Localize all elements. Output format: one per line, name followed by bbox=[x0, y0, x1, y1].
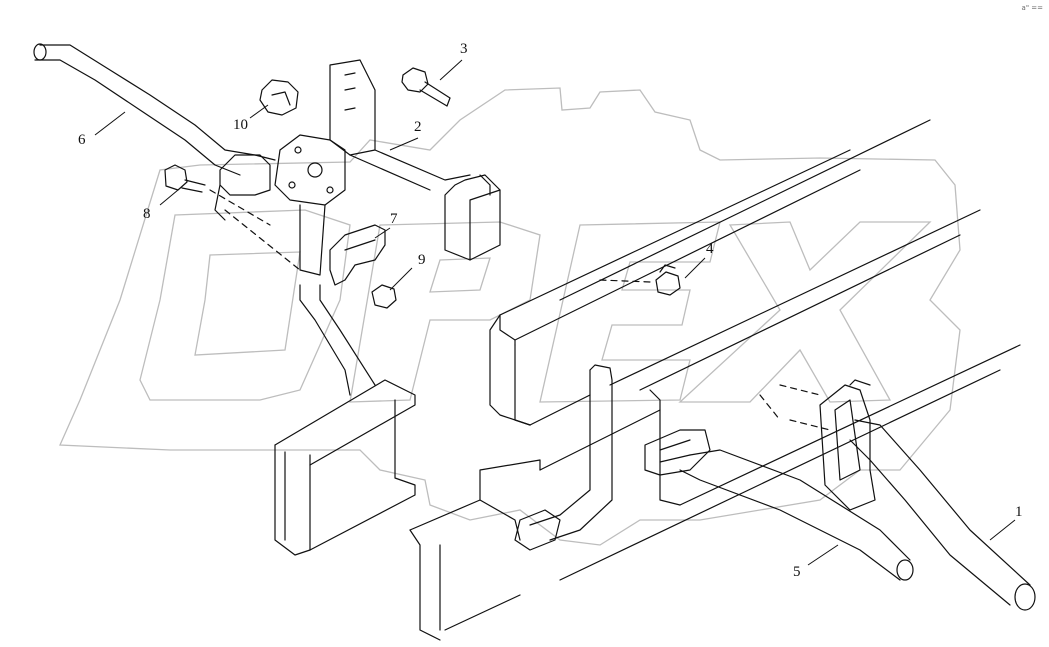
clamp-assembly-upper bbox=[214, 154, 271, 221]
line-art bbox=[33, 43, 1036, 641]
leader-7 bbox=[374, 227, 391, 239]
clamp-7 bbox=[329, 224, 386, 286]
exhaust-pipe-6 bbox=[33, 43, 376, 396]
callout-10: 10 bbox=[233, 117, 248, 133]
vertical-pipe-mid bbox=[514, 364, 613, 551]
frame-side-member-rear bbox=[489, 119, 981, 426]
watermark-gear bbox=[59, 87, 961, 546]
corner-mark: a" == bbox=[1021, 4, 1043, 12]
callout-3: 3 bbox=[460, 41, 468, 57]
nut-4 bbox=[655, 264, 681, 296]
cross-member-left bbox=[274, 379, 416, 556]
callout-8: 8 bbox=[143, 206, 151, 222]
bolt-3 bbox=[401, 67, 451, 107]
watermark-letter-e bbox=[539, 221, 721, 403]
nut-9 bbox=[371, 284, 397, 309]
leader-3 bbox=[439, 59, 463, 81]
callout-2: 2 bbox=[414, 119, 422, 135]
watermark-letter-x bbox=[678, 221, 932, 403]
pipe-1 bbox=[849, 419, 1036, 611]
pipe-clamp-rear bbox=[644, 429, 711, 476]
tail-pipe-5 bbox=[679, 449, 914, 581]
opex-watermark bbox=[59, 87, 961, 546]
callout-1: 1 bbox=[1015, 504, 1023, 520]
callout-5: 5 bbox=[793, 564, 801, 580]
bolt-8 bbox=[164, 164, 206, 193]
mounting-bracket-2 bbox=[329, 59, 501, 261]
mount-pad bbox=[274, 134, 346, 206]
watermark-letter-o bbox=[139, 209, 351, 401]
hanger-bracket bbox=[819, 379, 876, 511]
leader-9 bbox=[389, 267, 413, 291]
nut-10 bbox=[259, 79, 299, 116]
frame-side-member-front bbox=[409, 344, 1021, 641]
leader-4 bbox=[684, 257, 706, 279]
callout-4: 4 bbox=[706, 241, 714, 257]
leader-1 bbox=[989, 519, 1016, 541]
leader-2 bbox=[389, 137, 419, 151]
callout-7: 7 bbox=[390, 211, 398, 227]
leader-8 bbox=[159, 189, 179, 206]
callout-6: 6 bbox=[78, 132, 86, 148]
leader-lines bbox=[94, 59, 1016, 566]
leader-10 bbox=[249, 104, 269, 119]
leader-5 bbox=[807, 544, 839, 566]
callout-9: 9 bbox=[418, 252, 426, 268]
leader-6 bbox=[94, 111, 126, 136]
dashed-alignment-lines bbox=[209, 189, 831, 431]
